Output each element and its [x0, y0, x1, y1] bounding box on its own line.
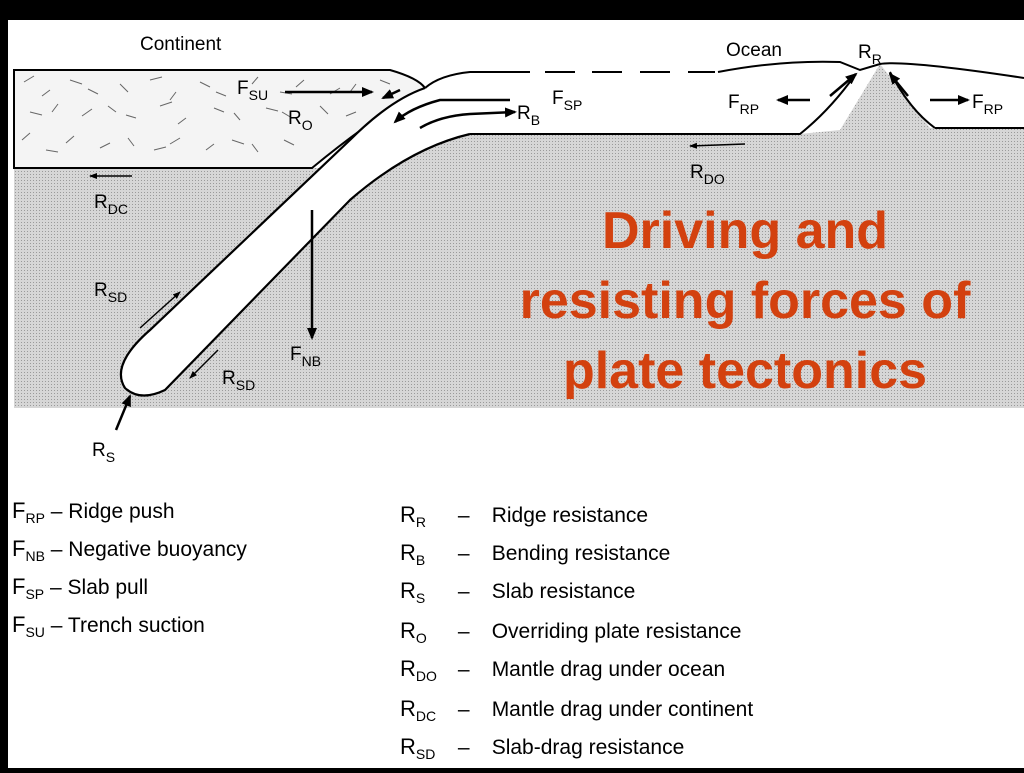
label-rr: RR — [858, 42, 882, 67]
mantle — [14, 64, 1024, 408]
label-frp-right: FRP — [972, 92, 1003, 117]
legend-desc: Ridge push — [68, 500, 175, 523]
label-fsu: FSU — [237, 78, 268, 103]
legend-row-rsd: RSD – Slab-drag resistance — [400, 734, 685, 762]
arrow-rs — [114, 394, 132, 431]
drag-arrows — [89, 142, 746, 379]
legend-desc: Ridge resistance — [491, 504, 649, 527]
title-line-2: resisting forces of — [520, 272, 971, 330]
label-rsd-upper: RSD — [94, 280, 127, 305]
legend-desc: Slab resistance — [491, 580, 636, 603]
title-line-3: plate tectonics — [563, 342, 927, 400]
legend-row-fnb: FNB – Negative buoyancy — [12, 536, 247, 564]
continent-label: Continent — [140, 34, 222, 55]
legend-row-rb: RB – Bending resistance — [400, 540, 671, 568]
continent-texture — [21, 75, 391, 153]
title-line-1: Driving and — [602, 202, 888, 260]
legend-row-fsu: FSU – Trench suction — [12, 612, 205, 640]
legend-driving-forces: FRP – Ridge push FNB – Negative buoyancy… — [12, 496, 372, 656]
legend-desc: Trench suction — [67, 614, 205, 637]
label-fnb: FNB — [290, 344, 321, 369]
arrow-rb — [419, 107, 517, 130]
arrow-rr-left — [829, 72, 858, 97]
arrow-fsp — [393, 98, 510, 124]
arrow-rdo — [689, 142, 746, 149]
label-frp-left: FRP — [728, 92, 759, 117]
legend-row-rs: RS – Slab resistance — [400, 578, 636, 606]
force-arrows — [114, 72, 970, 431]
arrow-rr-right — [888, 72, 909, 97]
label-rdo: RDO — [690, 162, 725, 187]
legend-desc: Mantle drag under continent — [491, 698, 754, 721]
legend-row-rr: RR – Ridge resistance — [400, 502, 649, 530]
legend-row-rdc: RDC – Mantle drag under continent — [400, 696, 754, 724]
legend-row-fsp: FSP – Slab pull — [12, 574, 149, 602]
legend-row-frp: FRP – Ridge push — [12, 498, 175, 526]
legend-resisting-forces: RR – Ridge resistance RB – Bending resis… — [400, 500, 840, 768]
label-rs: RS — [92, 440, 115, 465]
arrow-rsd-upper — [139, 291, 181, 329]
label-rb: RB — [517, 103, 540, 128]
slide-title: Driving and resisting forces of plate te… — [520, 202, 971, 400]
legend-row-rdo: RDO – Mantle drag under ocean — [400, 656, 726, 684]
legend-desc: Negative buoyancy — [68, 538, 247, 561]
arrow-rsd-lower — [189, 349, 219, 379]
legend-desc: Slab-drag resistance — [491, 736, 685, 759]
label-fsp: FSP — [552, 88, 582, 113]
legend-row-ro: RO – Overriding plate resistance — [400, 618, 742, 646]
label-rsd-lower: RSD — [222, 368, 255, 393]
label-rdc: RDC — [94, 192, 128, 217]
ocean-ridge — [717, 60, 1024, 129]
legend-desc: Bending resistance — [491, 542, 671, 565]
legend-desc: Overriding plate resistance — [491, 620, 742, 643]
label-ro: RO — [288, 108, 313, 133]
ocean-label: Ocean — [726, 40, 782, 61]
subducting-slab — [119, 86, 471, 397]
arrow-ro — [381, 88, 401, 100]
legend-desc: Mantle drag under ocean — [491, 658, 726, 681]
legend-desc: Slab pull — [67, 576, 149, 599]
